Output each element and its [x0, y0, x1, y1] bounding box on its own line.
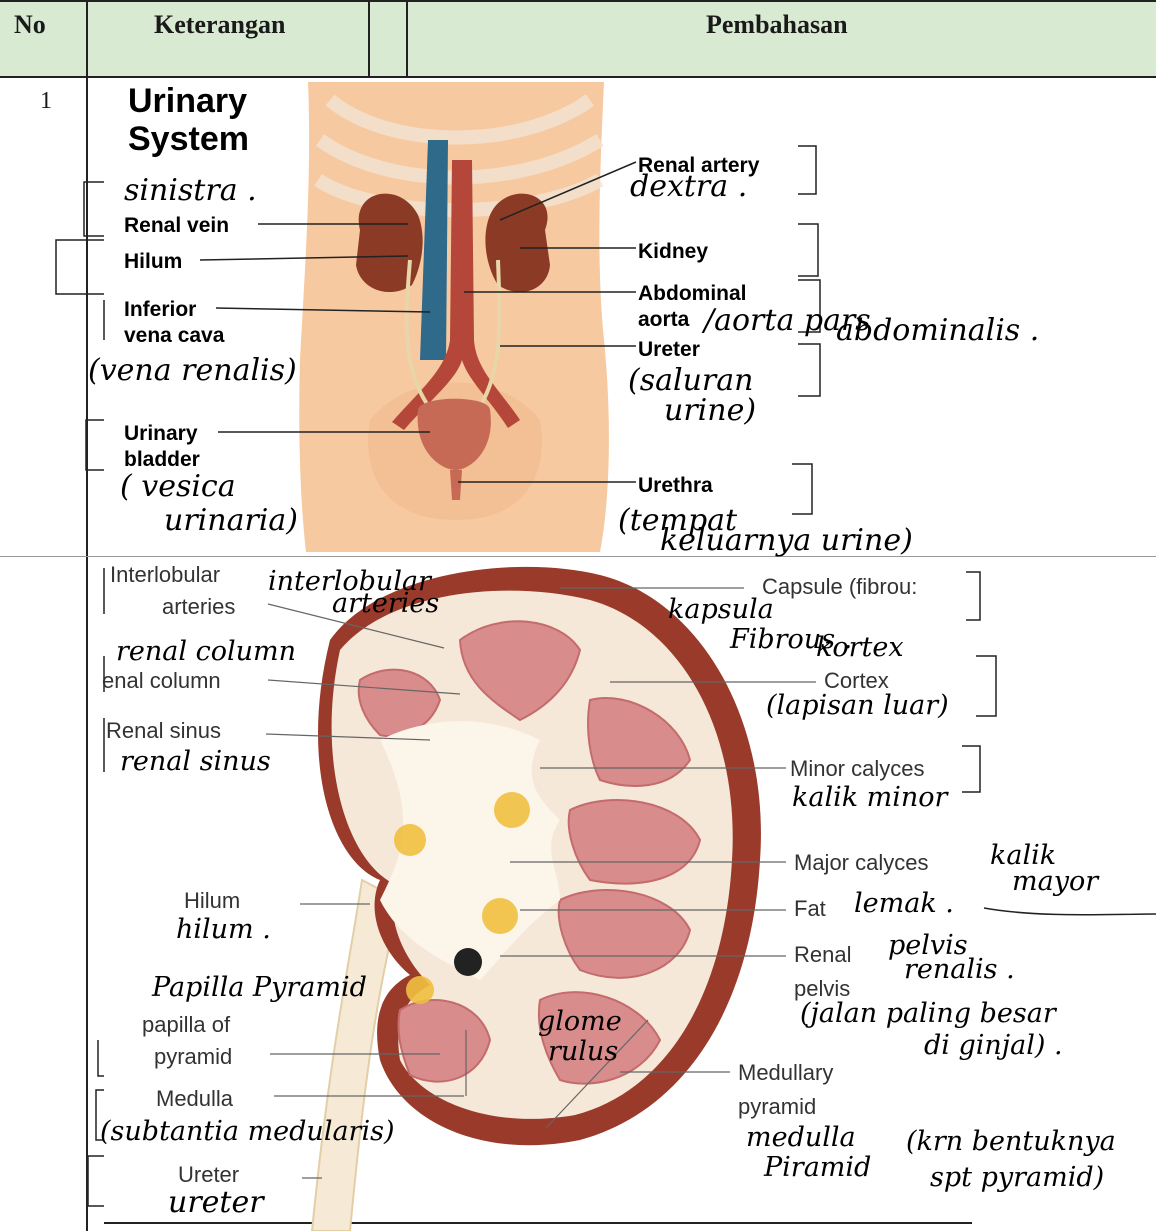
note-piramid: Piramid: [763, 1152, 871, 1183]
label-minor-calyces: Minor calyces: [790, 756, 924, 781]
note-spt-pyramid: spt pyramid): [930, 1162, 1104, 1193]
note-mayor: mayor: [1012, 866, 1100, 897]
note-hilum: hilum .: [176, 914, 271, 945]
label-fat: Fat: [794, 896, 826, 921]
note-kapsula: kapsula: [668, 594, 774, 625]
note-lemak: lemak .: [854, 888, 954, 919]
note-di-ginjal: di ginjal) .: [924, 1030, 1063, 1061]
note-renal-column: renal column: [116, 636, 296, 667]
label-renal-sinus: Renal sinus: [106, 718, 221, 743]
label-renal: Renal: [794, 942, 851, 967]
note-renal-sinus: renal sinus: [120, 746, 271, 777]
note-subtantia: (subtantia medularis): [100, 1116, 394, 1147]
note-arteries: arteries: [332, 588, 439, 619]
note-ureter: ureter: [168, 1185, 265, 1220]
label-kidney-hilum: Hilum: [184, 888, 240, 913]
label-capsule: Capsule (fibrou:: [762, 574, 917, 599]
label-medullary: Medullary: [738, 1060, 833, 1085]
note-kalik-minor: kalik minor: [792, 782, 950, 813]
note-jalan: (jalan paling besar: [800, 998, 1058, 1029]
label-pyramid: pyramid: [154, 1044, 232, 1069]
label-kidney-ureter: Ureter: [178, 1162, 239, 1187]
label-medulla: Medulla: [156, 1086, 234, 1111]
label-major-calyces: Major calyces: [794, 850, 928, 875]
label-interlobular: Interlobular: [110, 562, 220, 587]
note-kortex: kortex: [816, 632, 904, 663]
note-rulus: rulus: [548, 1036, 618, 1067]
label-papilla-of: papilla of: [142, 1012, 231, 1037]
note-krn: (krn bentuknya: [906, 1126, 1116, 1157]
note-lapisan-luar: (lapisan luar): [766, 690, 949, 721]
note-renalis: renalis .: [904, 954, 1015, 985]
label-renal-column: enal column: [102, 668, 221, 693]
label-arteries: arteries: [162, 594, 235, 619]
note-glome: glome: [538, 1006, 622, 1037]
note-medulla: medulla: [746, 1122, 856, 1153]
label-medullary-pyramid: pyramid: [738, 1094, 816, 1119]
note-papilla-pyramid: Papilla Pyramid: [151, 972, 367, 1003]
